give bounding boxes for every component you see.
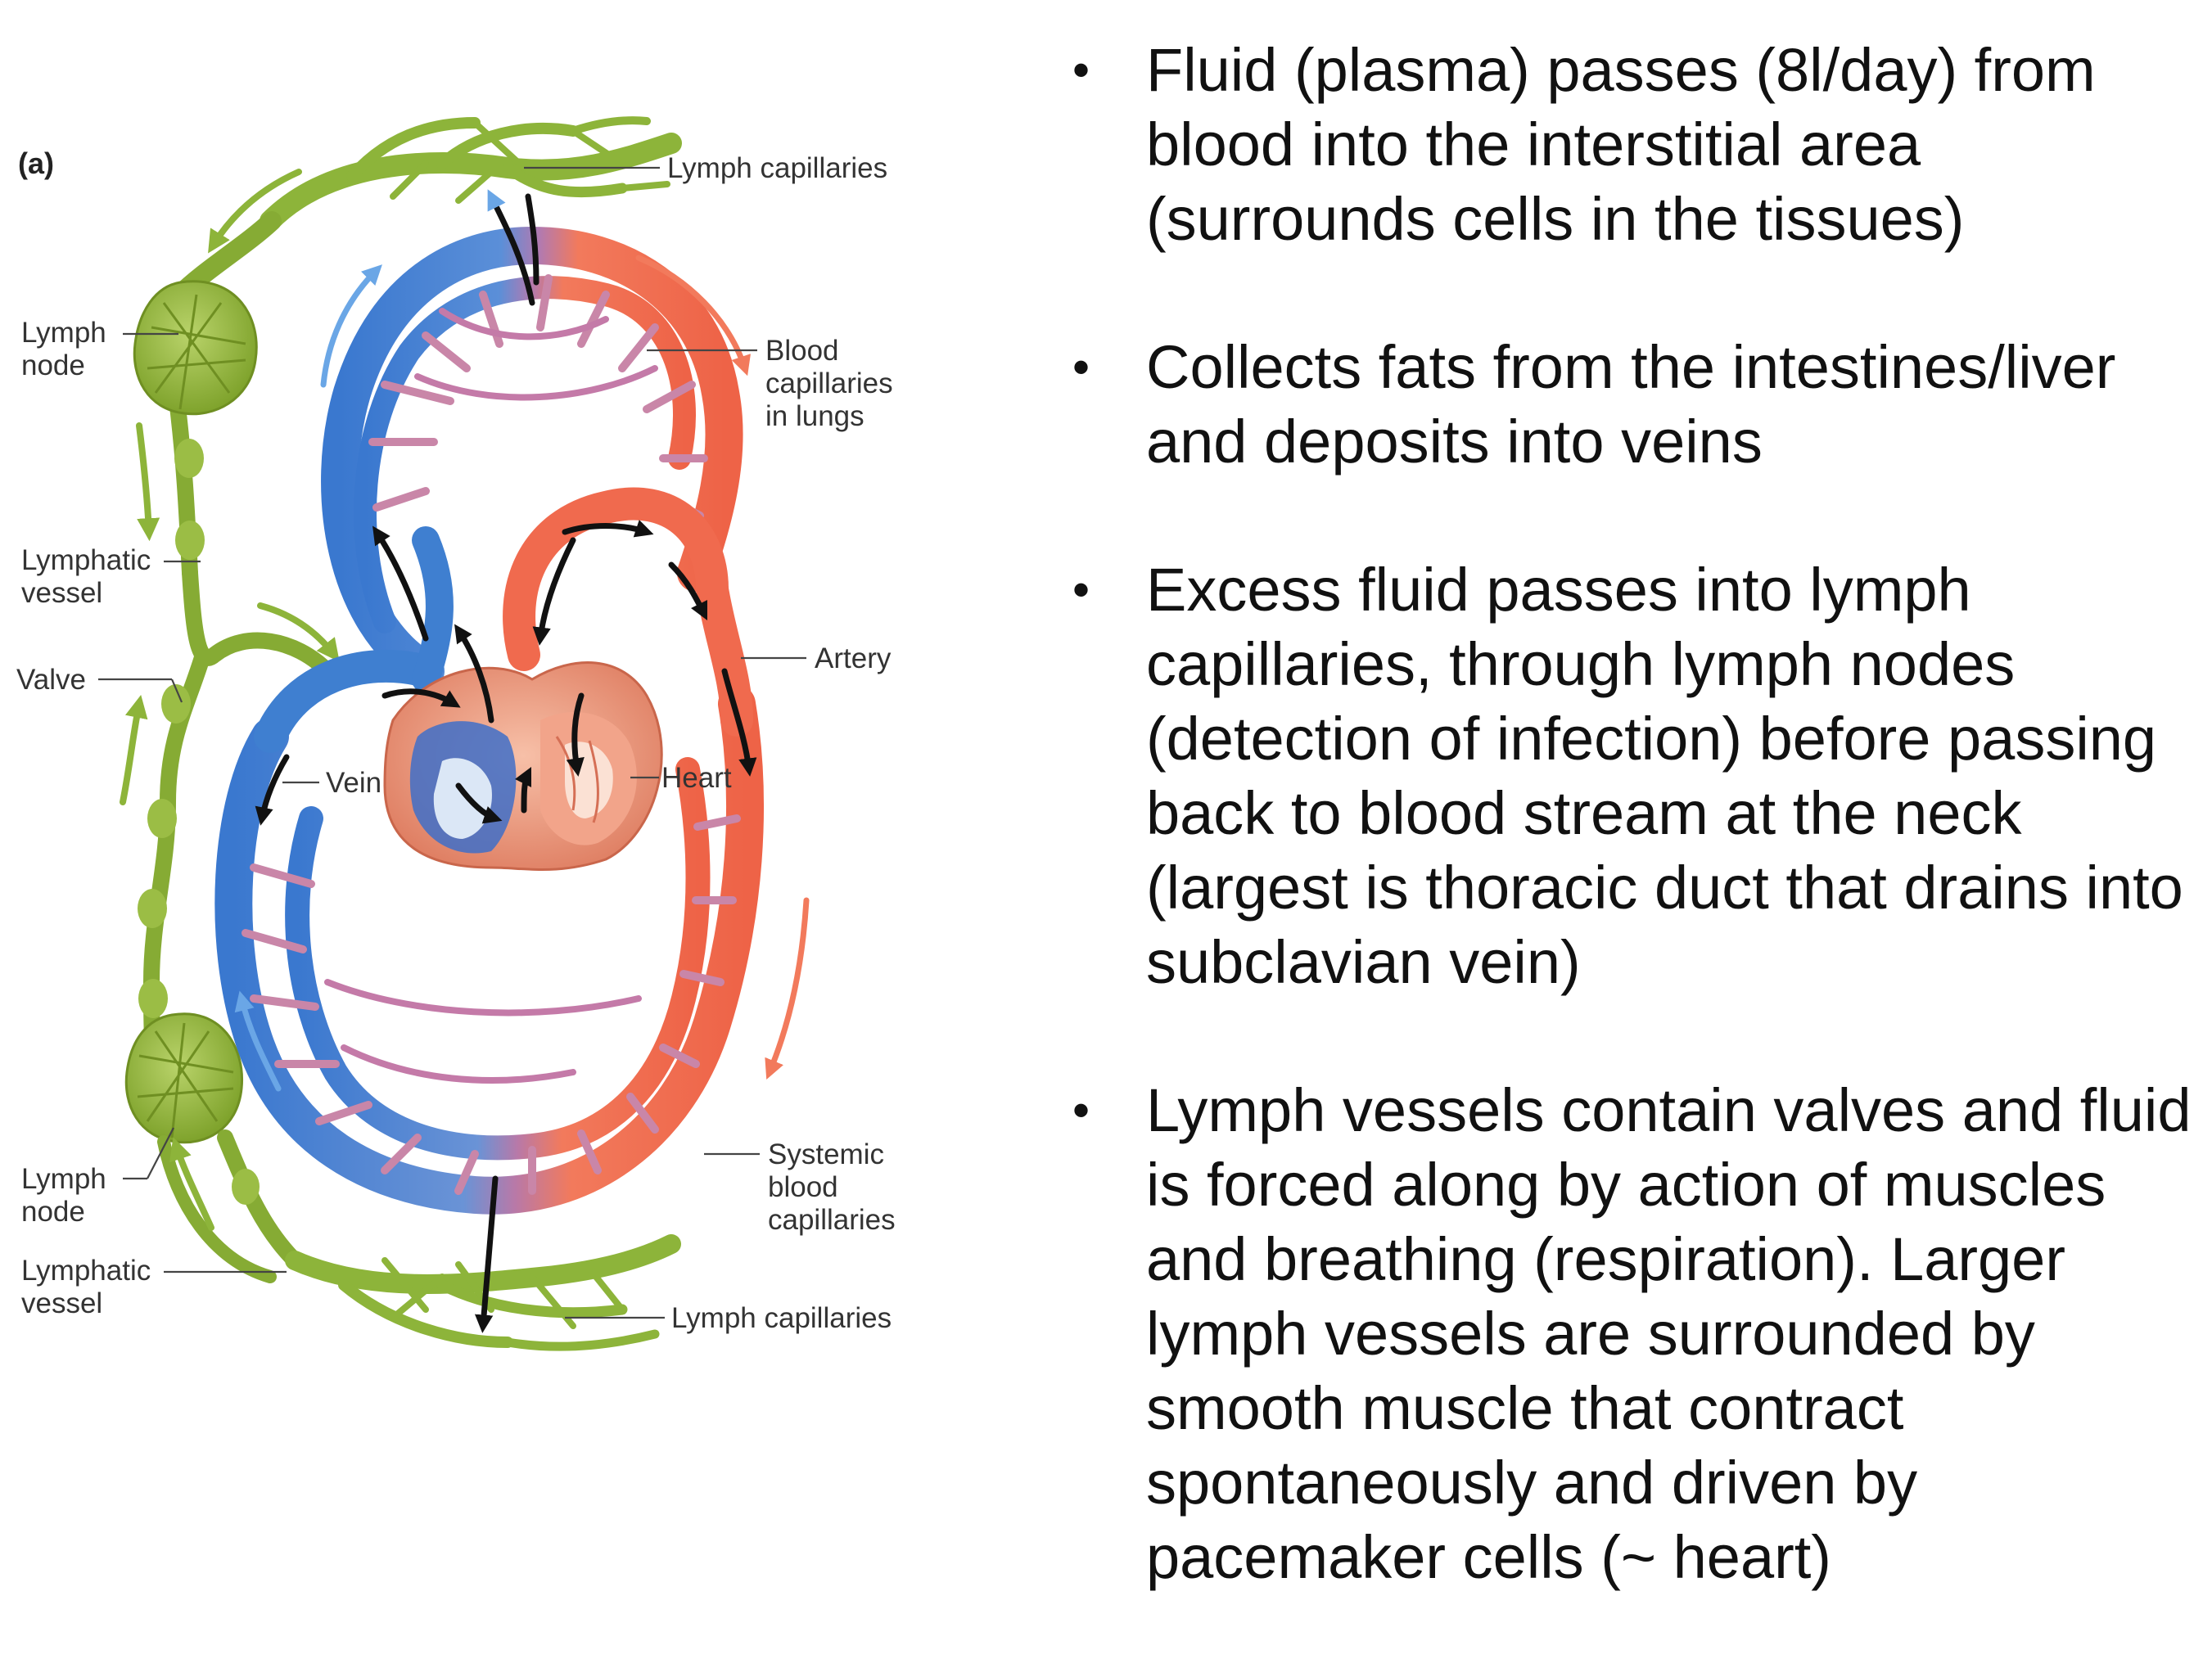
- label-lymph-capillaries-top: Lymph capillaries: [524, 152, 887, 184]
- svg-text:vessel: vessel: [21, 577, 102, 609]
- label-lymphatic-vessel-top: Lymphatic vessel: [21, 544, 201, 609]
- lymph-capillaries-top: [260, 116, 682, 232]
- lymph-node-top: [133, 280, 258, 416]
- svg-text:node: node: [21, 349, 85, 381]
- lymphatic-vessel-top: [138, 211, 336, 1105]
- svg-text:Lymph: Lymph: [21, 317, 106, 349]
- label-vein: Vein: [282, 767, 381, 799]
- heart: [383, 661, 663, 871]
- label-heart: Heart: [630, 762, 732, 794]
- lymph-node-bottom: [124, 1012, 244, 1144]
- svg-text:Lymph: Lymph: [21, 1163, 106, 1195]
- blood-flow-arrows: [255, 189, 757, 1333]
- panel-label: (a): [18, 147, 54, 180]
- label-artery: Artery: [741, 642, 892, 674]
- svg-text:capillaries: capillaries: [768, 1204, 896, 1236]
- svg-text:blood: blood: [768, 1171, 838, 1203]
- blood-circulation: [214, 189, 810, 1333]
- label-lymph-capillaries-bottom: Lymph capillaries: [565, 1302, 892, 1334]
- bullet-item: Collects fats from the intestines/liver …: [1064, 330, 2194, 479]
- label-lymph-node-bottom: Lymph node: [21, 1127, 174, 1228]
- svg-text:Lymph capillaries: Lymph capillaries: [667, 152, 887, 184]
- svg-text:Artery: Artery: [815, 642, 892, 674]
- svg-text:in lungs: in lungs: [765, 400, 864, 432]
- lymphatic-system: [120, 116, 682, 1351]
- label-lymph-node-top: Lymph node: [21, 317, 178, 381]
- lymph-capillaries-bottom: [285, 1234, 681, 1351]
- svg-text:Heart: Heart: [661, 762, 732, 794]
- lymphatic-vessel-bottom: [157, 1129, 303, 1283]
- svg-text:capillaries: capillaries: [765, 367, 893, 399]
- svg-text:node: node: [21, 1196, 85, 1228]
- svg-text:vessel: vessel: [21, 1287, 102, 1319]
- svg-text:Systemic: Systemic: [768, 1138, 884, 1170]
- great-vessels: [254, 487, 753, 753]
- label-systemic-blood-capillaries: Systemic blood capillaries: [704, 1138, 896, 1236]
- svg-text:Lymphatic: Lymphatic: [21, 1255, 151, 1287]
- svg-text:Lymphatic: Lymphatic: [21, 544, 151, 576]
- bullet-item: Excess fluid passes into lymph capillari…: [1064, 552, 2194, 999]
- bullet-item: Lymph vessels contain valves and fluid i…: [1064, 1073, 2194, 1594]
- label-blood-capillaries-lungs: Blood capillaries in lungs: [647, 335, 893, 432]
- svg-text:Lymph capillaries: Lymph capillaries: [671, 1302, 892, 1334]
- circulatory-lymphatic-diagram: (a): [16, 116, 896, 1351]
- bullet-list: Fluid (plasma) passes (8l/day) from bloo…: [1064, 33, 2194, 1668]
- bullet-item: Fluid (plasma) passes (8l/day) from bloo…: [1064, 33, 2194, 256]
- lymph-flow-arrows: [120, 169, 340, 1231]
- svg-text:Blood: Blood: [765, 335, 839, 367]
- label-lymphatic-vessel-bottom: Lymphatic vessel: [21, 1255, 287, 1319]
- label-valve: Valve: [16, 664, 183, 703]
- svg-text:Vein: Vein: [326, 767, 381, 799]
- svg-text:Valve: Valve: [16, 664, 86, 696]
- systemic-blood-capillaries: [214, 685, 764, 1215]
